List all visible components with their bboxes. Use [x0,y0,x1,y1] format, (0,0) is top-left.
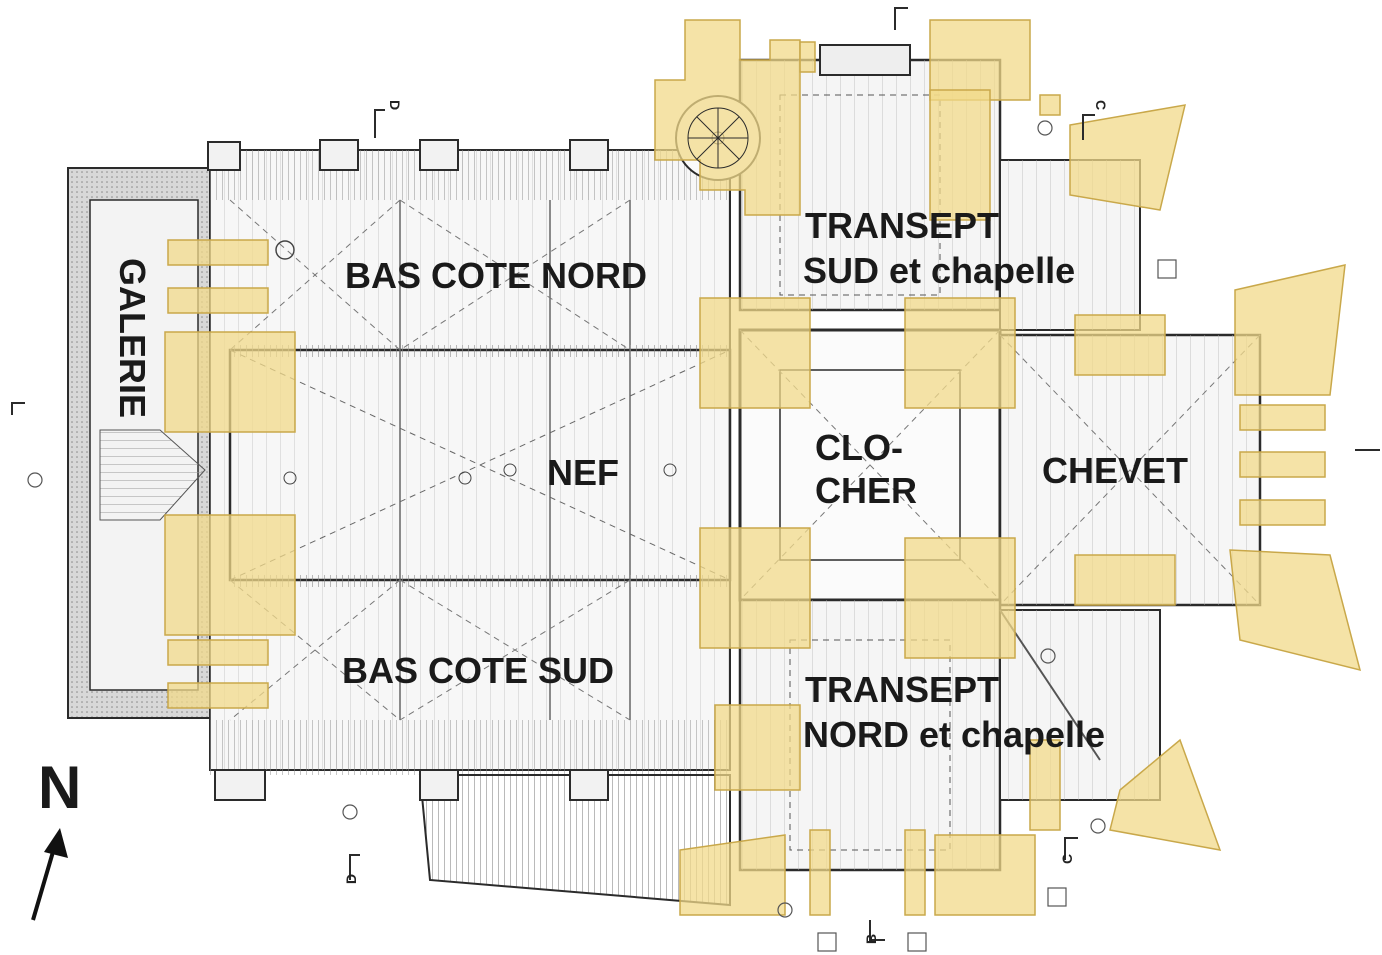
label-galerie: GALERIE [112,258,153,418]
section-markers [11,7,1380,941]
north-label: N [38,754,81,821]
buttresses [207,139,609,801]
label-transept-nord-line1: TRANSEPT [805,669,999,710]
survey-points [27,120,1177,952]
spiral-staircase [687,107,749,169]
label-bas-cote-sud: BAS COTE SUD [342,650,614,691]
section-marker-d-top: D [387,100,403,110]
north-arrow: N [31,754,81,921]
label-clocher-line1: CLO- [815,427,903,468]
section-marker-b: B [863,934,879,944]
label-chevet: CHEVET [1042,450,1188,491]
highlighted-zones [164,19,1362,916]
section-marker-d-bottom: D [343,874,359,884]
label-transept-nord-line2: NORD et chapelle [803,714,1105,755]
label-nef: NEF [547,452,619,493]
label-clocher-line2: CHER [815,470,917,511]
north-arrow-icon [44,828,68,858]
label-transept-sud-line2: SUD et chapelle [803,250,1075,291]
nave-body [209,149,732,775]
chevet-area [998,333,1262,607]
label-bas-cote-nord: BAS COTE NORD [345,255,647,296]
section-marker-c-bottom: C [1059,854,1075,864]
label-transept-sud-line1: TRANSEPT [805,205,999,246]
section-marker-c-top: C [1093,100,1109,110]
